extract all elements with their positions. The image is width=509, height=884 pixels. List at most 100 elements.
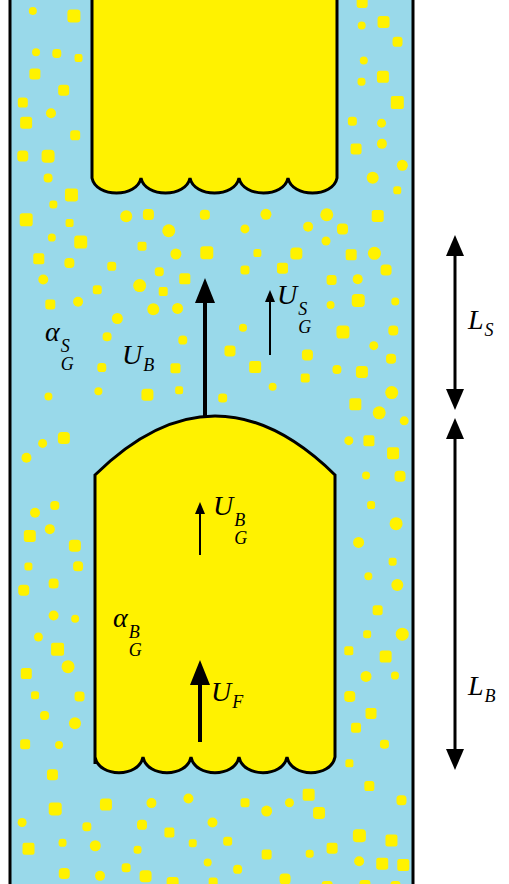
- dispersed-bubble: [218, 394, 227, 403]
- dispersed-bubble: [75, 54, 83, 62]
- symbol-indices: GB: [234, 511, 247, 547]
- symbol-subscript: S: [485, 321, 494, 339]
- dispersed-bubble: [337, 223, 348, 234]
- dispersed-bubble: [58, 85, 69, 96]
- bubble-length-arrow: [446, 418, 464, 770]
- dispersed-bubble: [50, 501, 59, 510]
- dispersed-bubble: [67, 10, 80, 23]
- symbol-base: U: [211, 678, 231, 706]
- dispersed-bubble: [162, 224, 175, 237]
- taylor-bubble: UGBαGBUF: [95, 412, 335, 782]
- dispersed-bubble: [322, 881, 333, 884]
- symbol-subscript: G: [61, 355, 74, 373]
- dispersed-bubble: [42, 150, 55, 163]
- dispersed-bubble: [391, 298, 399, 306]
- dispersed-bubble: [363, 630, 371, 638]
- dispersed-bubble: [58, 432, 70, 444]
- dispersed-bubble: [175, 386, 183, 394]
- dispersed-bubble: [249, 361, 261, 373]
- dispersed-bubble: [29, 7, 37, 15]
- dispersed-bubble: [30, 508, 40, 518]
- dispersed-bubble: [361, 671, 372, 682]
- dispersed-bubble: [377, 119, 386, 128]
- symbol-base: L: [468, 672, 484, 700]
- dispersed-bubble: [344, 436, 353, 445]
- dispersed-bubble: [200, 210, 210, 220]
- flow-variable-label: LB: [468, 672, 496, 705]
- dispersed-bubble: [65, 189, 78, 202]
- taylor-bubble-outline: [95, 412, 335, 782]
- dispersed-bubble: [368, 247, 381, 260]
- dispersed-bubble: [112, 313, 123, 324]
- dispersed-bubble: [313, 807, 325, 819]
- dispersed-bubble: [391, 96, 404, 109]
- symbol-base: U: [122, 341, 142, 369]
- dispersed-bubble: [344, 691, 355, 702]
- dispersed-bubble: [391, 672, 399, 680]
- dispersed-bubble: [277, 263, 288, 274]
- flow-variable-label: UGS: [277, 281, 311, 336]
- dispersed-bubble: [172, 303, 183, 314]
- dispersed-bubble: [377, 139, 387, 149]
- dispersed-bubble: [120, 210, 132, 222]
- dispersed-bubble: [45, 299, 55, 309]
- dispersed-bubble: [59, 839, 67, 847]
- dispersed-bubble: [49, 578, 59, 588]
- taylor-bubble-shape: [95, 416, 335, 773]
- dispersed-bubble: [90, 840, 101, 851]
- flow-variable-label: UGB: [213, 492, 247, 547]
- dispersed-bubble: [97, 363, 106, 372]
- dispersed-bubble: [75, 691, 85, 701]
- dispersed-bubble: [381, 264, 392, 275]
- dispersed-bubble: [170, 248, 181, 259]
- symbol-indices: GS: [298, 300, 311, 336]
- dispersed-bubble: [358, 22, 366, 30]
- dispersed-bubble: [18, 98, 28, 108]
- dispersed-bubble: [346, 249, 357, 260]
- dispersed-bubble: [46, 108, 56, 118]
- dispersed-bubble: [353, 537, 364, 548]
- dispersed-bubble: [224, 345, 235, 356]
- symbol-superscript: S: [61, 337, 74, 355]
- dispersed-bubble: [285, 798, 294, 807]
- dispersed-bubble: [269, 383, 277, 391]
- dispersed-bubble: [48, 234, 56, 242]
- dispersed-bubble: [29, 68, 40, 79]
- symbol-superscript: B: [129, 623, 142, 641]
- dispersed-bubble: [356, 366, 368, 378]
- dispersed-bubble: [189, 839, 197, 847]
- dispersed-bubble: [33, 253, 44, 264]
- dispersed-bubble: [393, 186, 401, 194]
- dispersed-bubble: [400, 416, 409, 425]
- dispersed-bubble: [396, 628, 409, 641]
- dispersed-bubble: [38, 275, 48, 285]
- dispersed-bubble: [69, 717, 81, 729]
- dispersed-bubble: [209, 877, 218, 884]
- dispersed-bubble: [147, 303, 159, 315]
- dispersed-bubble: [167, 877, 179, 884]
- dispersed-bubble: [49, 611, 59, 621]
- symbol-base: U: [277, 281, 297, 309]
- dispersed-bubble: [367, 501, 375, 509]
- dispersed-bubble: [348, 117, 357, 126]
- dispersed-bubble: [354, 856, 364, 866]
- dispersed-bubble: [24, 562, 32, 570]
- dispersed-bubble: [74, 236, 87, 249]
- dispersed-bubble: [55, 741, 63, 749]
- dispersed-bubble: [290, 247, 302, 259]
- symbol-subscript: G: [234, 529, 247, 547]
- dispersed-bubble: [64, 258, 74, 268]
- dispersed-bubble: [391, 579, 403, 591]
- dispersed-bubble: [122, 863, 131, 872]
- dispersed-bubble: [260, 209, 271, 220]
- dispersed-bubble: [363, 435, 374, 446]
- dispersed-bubble: [170, 363, 180, 373]
- dispersed-bubble: [94, 387, 102, 395]
- dispersed-bubble: [133, 279, 146, 292]
- flow-variable-label: UB: [122, 341, 154, 374]
- flow-variable-label: αGS: [45, 318, 74, 373]
- dispersed-bubble: [366, 708, 377, 719]
- dispersed-bubble: [20, 117, 32, 129]
- dispersed-bubble: [155, 267, 164, 276]
- dispersed-bubble: [143, 209, 154, 220]
